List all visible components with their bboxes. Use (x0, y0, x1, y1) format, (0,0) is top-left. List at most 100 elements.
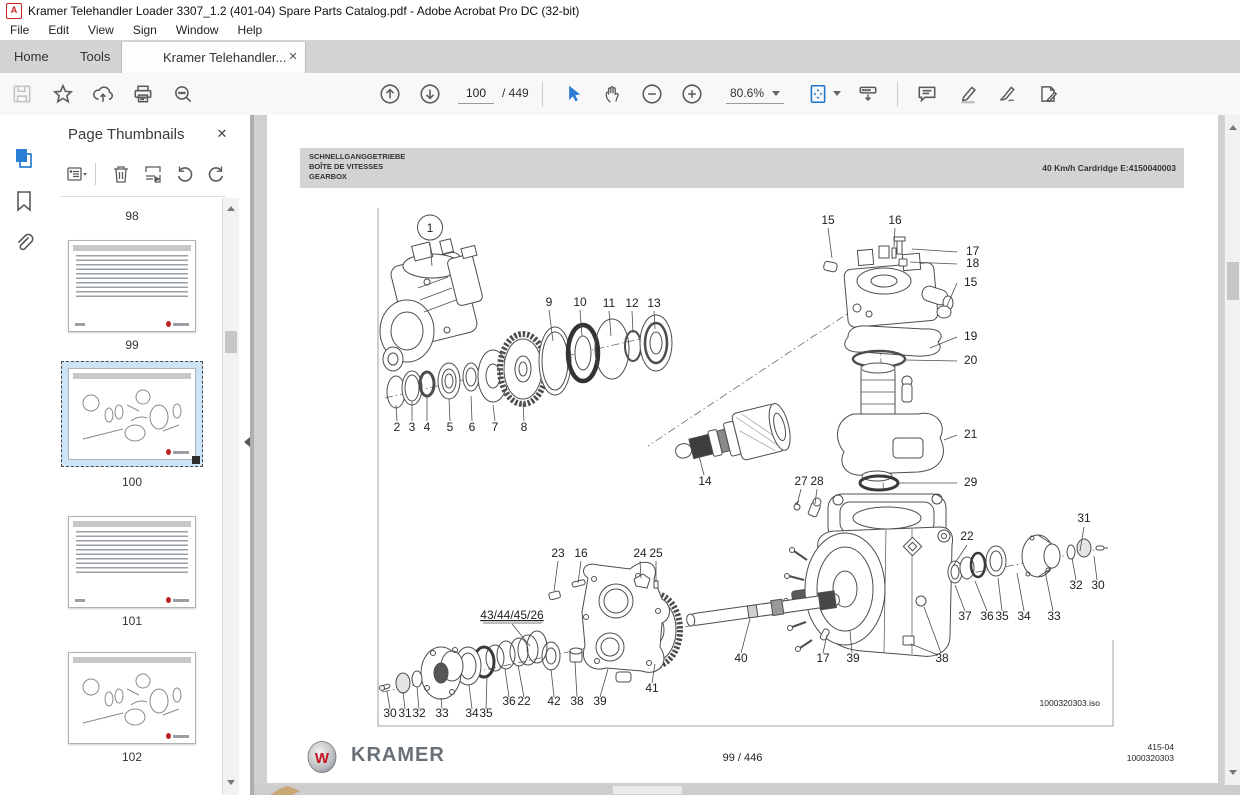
tab-close-icon[interactable]: ✕ (284, 42, 302, 73)
part-label: 30 (1091, 578, 1105, 592)
scroll-up-icon[interactable] (1229, 125, 1237, 130)
highlight-icon[interactable] (957, 83, 979, 105)
tab-bar: Home Tools Kramer Telehandler... ✕ (0, 40, 1240, 74)
tab-document[interactable]: Kramer Telehandler... ✕ (121, 42, 306, 73)
horizontal-scrollbar[interactable] (254, 785, 1224, 795)
share-upload-icon[interactable] (92, 83, 114, 105)
part-label: 14 (698, 474, 712, 488)
menu-window[interactable]: Window (176, 21, 219, 40)
attachments-panel-icon[interactable] (12, 231, 36, 255)
drawing-reference: 1000320303.iso (1039, 698, 1100, 708)
bookmarks-panel-icon[interactable] (12, 189, 36, 213)
scrollbar-thumb[interactable] (613, 786, 682, 794)
delete-page-icon[interactable] (110, 163, 132, 185)
part-label: 38 (570, 694, 584, 708)
rotate-clockwise-icon[interactable] (205, 163, 227, 185)
hide-toolbar-icon[interactable] (857, 83, 879, 105)
menu-help[interactable]: Help (238, 21, 263, 40)
thumbnail-page-100[interactable]: 100 (68, 368, 196, 489)
search-icon[interactable] (172, 83, 194, 105)
menu-file[interactable]: File (10, 21, 29, 40)
footer-code-1: 415-04 (1127, 742, 1174, 753)
fill-sign-icon[interactable] (1037, 83, 1059, 105)
zoom-level-control[interactable]: 80.6% (726, 84, 784, 104)
scrollbar-thumb[interactable] (225, 331, 237, 353)
thumbnail-page-98[interactable]: 98 (68, 203, 196, 223)
next-page-icon[interactable] (419, 83, 441, 105)
part-shift-housing (838, 363, 944, 481)
part-label: 3 (409, 420, 416, 434)
part-label: 28 (810, 474, 824, 488)
scroll-down-icon[interactable] (1229, 770, 1237, 775)
main-toolbar: 100 / 449 80.6% (0, 73, 1240, 116)
thumbnail-preview[interactable] (68, 652, 196, 744)
print-icon[interactable] (132, 83, 154, 105)
insert-page-icon[interactable] (142, 163, 164, 185)
page-display-caret-icon[interactable] (833, 91, 841, 96)
part-label: 41 (645, 681, 659, 695)
part-label: 27 (794, 474, 808, 488)
select-tool-icon[interactable] (562, 83, 584, 105)
document-scrollbar[interactable] (1224, 115, 1240, 785)
toolbar-separator (542, 81, 543, 107)
part-label: 37 (958, 609, 972, 623)
scroll-up-icon[interactable] (227, 206, 235, 211)
part-label: 31 (1077, 511, 1091, 525)
thumbnail-preview[interactable] (68, 516, 196, 608)
thumbnail-page-101[interactable]: 101 (68, 516, 196, 628)
panel-close-icon[interactable]: ✕ (212, 124, 232, 144)
acrobat-app-icon: A (6, 3, 22, 19)
tab-tools[interactable]: Tools (80, 40, 110, 73)
panel-divider-line (60, 196, 226, 197)
page-number-input[interactable]: 100 (458, 84, 494, 104)
menu-view[interactable]: View (88, 21, 114, 40)
part-input-shaft (670, 401, 794, 476)
thumbnail-page-102[interactable]: 102 (68, 652, 196, 764)
thumbnail-options-icon[interactable] (66, 163, 88, 185)
scrollbar-thumb[interactable] (1227, 262, 1239, 300)
menu-edit[interactable]: Edit (48, 21, 69, 40)
panel-collapse-icon[interactable] (244, 437, 250, 447)
part-label: 40 (734, 651, 748, 665)
title-bar: A Kramer Telehandler Loader 3307_1.2 (40… (0, 0, 1240, 21)
tab-home[interactable]: Home (14, 40, 49, 73)
part-label: 22 (517, 694, 531, 708)
thumbnails-scrollbar[interactable] (222, 198, 239, 795)
scroll-down-icon[interactable] (227, 780, 235, 785)
part-label: 10 (573, 295, 587, 309)
part-label: 38 (935, 651, 949, 665)
part-output-stack (380, 631, 583, 699)
thumbnail-preview[interactable] (68, 240, 196, 332)
thumbnail-preview[interactable] (68, 368, 196, 460)
save-icon[interactable] (11, 83, 33, 105)
part-label: 42 (547, 694, 561, 708)
zoom-out-icon[interactable] (641, 83, 663, 105)
sign-pen-icon[interactable] (996, 83, 1018, 105)
previous-page-icon[interactable] (379, 83, 401, 105)
thumbnail-label: 100 (68, 475, 196, 489)
pdf-page: SCHNELLGANGGETRIEBE BOÎTE DE VITESSES GE… (267, 115, 1218, 783)
footer-code-2: 1000320303 (1127, 753, 1174, 764)
page-display-icon[interactable] (807, 83, 829, 105)
part-label: 30 (383, 706, 397, 720)
part-label: 16 (888, 213, 902, 227)
tab-document-label: Kramer Telehandler... (163, 42, 286, 73)
hand-tool-icon[interactable] (602, 83, 624, 105)
part-label: 20 (964, 353, 978, 367)
part-label: 39 (593, 694, 607, 708)
part-label: 23 (551, 546, 565, 560)
zoom-in-icon[interactable] (681, 83, 703, 105)
thumbnail-resize-handle[interactable] (192, 456, 200, 464)
part-label: 32 (412, 706, 426, 720)
thumbnail-label: 101 (68, 614, 196, 628)
part-label: 16 (574, 546, 588, 560)
part-label: 25 (649, 546, 663, 560)
page-thumbnails-panel-icon[interactable] (12, 146, 36, 170)
rotate-counterclockwise-icon[interactable] (174, 163, 196, 185)
navigation-rail (0, 115, 49, 795)
star-favorite-icon[interactable] (52, 83, 74, 105)
part-label: 35 (479, 706, 493, 720)
menu-sign[interactable]: Sign (133, 21, 157, 40)
comment-icon[interactable] (916, 83, 938, 105)
thumbnail-page-99[interactable]: 99 (68, 240, 196, 352)
